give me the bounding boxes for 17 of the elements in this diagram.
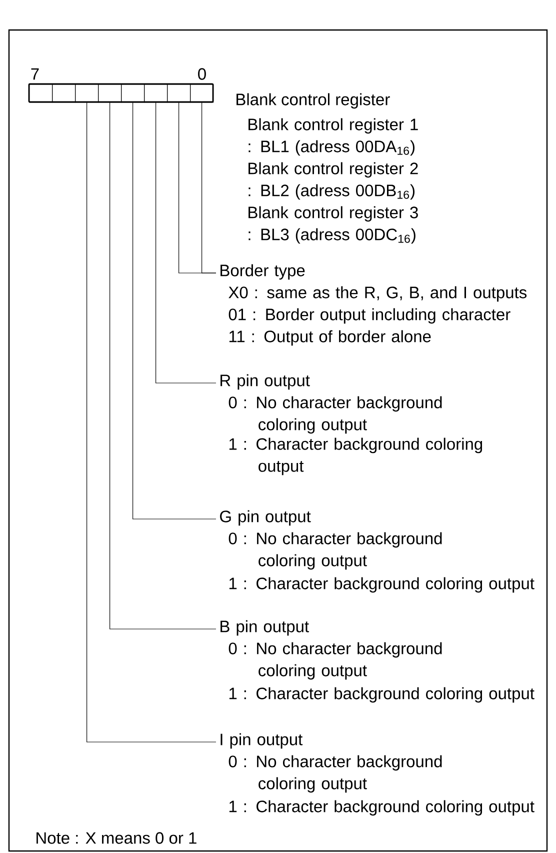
register-address: Blank control register 3 : BL3 (adress 00DC$_{16}$)	[248, 206, 418, 244]
leader-line	[132, 102, 216, 520]
leader-line	[86, 102, 216, 742]
register-address: Blank control register 1 : BL1 (adress 00DA$_{16}$)	[248, 118, 418, 156]
bit-number: 0	[198, 68, 206, 80]
note: Note : X means 0 or 1	[36, 832, 196, 844]
bit-description: Border type X0 : same as the R, G, B, and I outputs 01 : Border output including character 11 : Output of border alone	[220, 264, 527, 346]
register-address: Blank control register 2 : BL2 (adress 00DB$_{16}$)	[248, 162, 418, 200]
bit-description: B pin output 0 : No character background coloring output 1 : Character background coloring output	[220, 620, 534, 703]
bit-description: R pin output 0 : No character background coloring output 1 : Character background coloring output	[220, 374, 482, 476]
bit-description: G pin output 0 : No character background coloring output 1 : Character background coloring output	[220, 510, 534, 593]
leader-line	[156, 102, 216, 384]
register-title: Blank control register	[236, 93, 390, 109]
leader-line	[202, 102, 216, 274]
leader-line	[110, 102, 216, 630]
bit-description: I pin output 0 : No character background coloring output 1 : Character background coloring output	[220, 733, 534, 816]
bit-number: 7	[31, 68, 39, 80]
